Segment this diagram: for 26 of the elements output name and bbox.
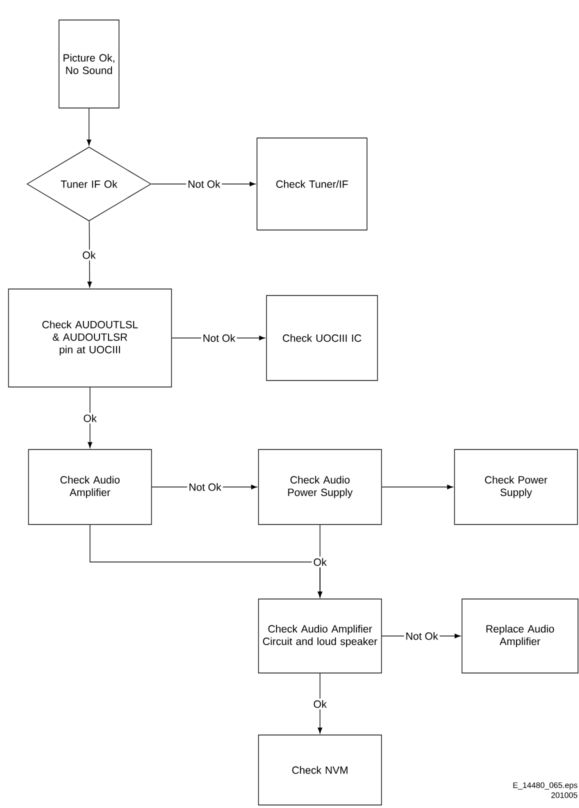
edge-label: Ok — [312, 698, 328, 710]
edge-label: Not Ok — [186, 178, 222, 190]
edge-label: Ok — [82, 412, 98, 424]
process-box: Check UOCIII IC — [266, 295, 378, 381]
process-box: Check AUDOUTLSL & AUDOUTLSR pin at UOCIII — [8, 288, 172, 388]
edge-label: Not Ok — [201, 332, 237, 344]
arrow — [87, 220, 92, 288]
edge-label: Ok — [312, 556, 328, 568]
process-box: Check NVM — [258, 734, 382, 806]
process-box: Check Tuner/IF — [256, 138, 368, 230]
process-box: Check Audio Amplifier Circuit and loud speaker — [258, 598, 382, 674]
process-box: Check Audio Power Supply — [258, 449, 382, 525]
process-box: Picture Ok, No Sound — [58, 20, 120, 108]
arrow — [86, 108, 92, 146]
arrow — [318, 673, 322, 734]
arrow — [318, 524, 322, 598]
file-note: E_14480_065.eps — [513, 782, 578, 790]
file-note: 201005 — [551, 792, 578, 798]
edge-label: Ok — [80, 250, 98, 260]
process-box: Check Audio Amplifier — [28, 449, 152, 525]
edge-label: Not Ok — [187, 482, 223, 492]
edge-label: Not Ok — [404, 630, 440, 642]
arrow — [88, 387, 92, 448]
arrow — [382, 484, 453, 490]
process-box: Replace Audio Amplifier — [462, 598, 578, 674]
process-box: Check Power Supply — [454, 449, 578, 525]
